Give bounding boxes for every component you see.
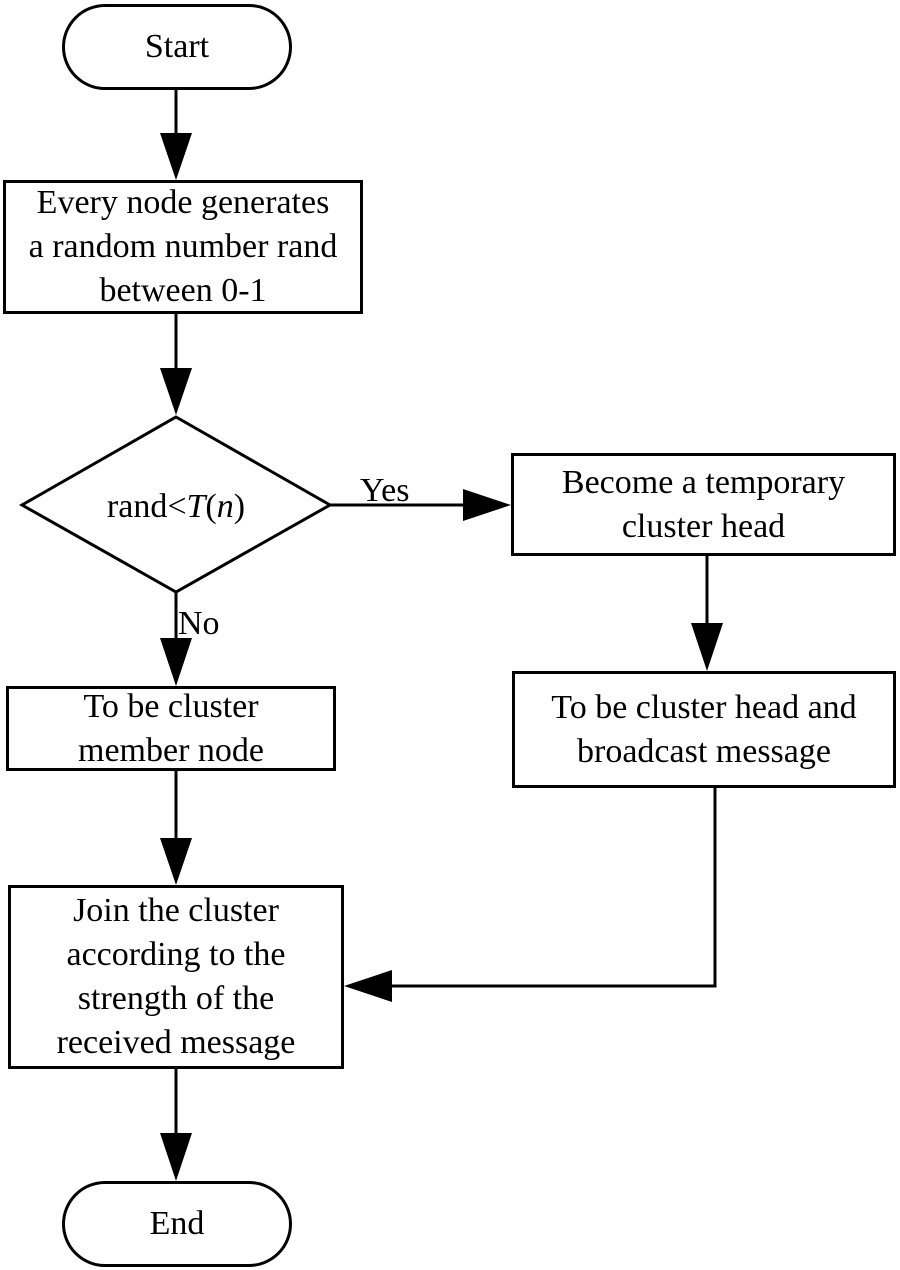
arrowhead-join-to-end — [160, 1133, 192, 1181]
member-line-2: member node — [78, 731, 264, 769]
temp-head-line-2: cluster head — [621, 507, 786, 545]
arrowhead-decision-no — [160, 638, 192, 686]
decision-variable-n: n — [217, 488, 234, 525]
join-line-4: received message — [56, 1024, 296, 1061]
join-line-1: Join the cluster — [73, 892, 279, 929]
join-cluster-box: Join the cluster according to the streng… — [8, 885, 344, 1069]
arrowhead-start-to-generate — [160, 133, 192, 180]
generate-line-1: Every node generates — [36, 184, 330, 221]
arrowhead-member-to-join — [160, 838, 192, 885]
member-line-1: To be cluster — [83, 687, 259, 725]
temporary-cluster-head-box: Become a temporary cluster head — [511, 453, 896, 556]
decision-condition: rand<T(n) — [107, 488, 245, 525]
end-label: End — [149, 1205, 205, 1242]
no-label: No — [178, 605, 220, 642]
arrowhead-decision-yes — [463, 489, 511, 521]
yes-label: Yes — [360, 472, 409, 509]
temp-head-line-1: Become a temporary — [561, 463, 846, 501]
decision-open-paren: ( — [205, 488, 216, 525]
generate-line-3: between 0-1 — [99, 272, 267, 309]
start-label: Start — [144, 28, 210, 65]
decision-close-paren: ) — [234, 488, 245, 525]
broadcast-line-2: broadcast message — [577, 732, 831, 770]
member-node-box: To be cluster member node — [6, 686, 336, 771]
arrowhead-broadcast-to-join — [344, 970, 392, 1002]
start-terminal: Start — [62, 4, 292, 90]
broadcast-line-1: To be cluster head and — [551, 688, 857, 726]
edge-broadcast-to-join — [385, 788, 717, 988]
decision-prefix: rand< — [107, 488, 187, 525]
arrowhead-generate-to-decision — [160, 368, 192, 415]
join-line-2: according to the — [66, 936, 286, 973]
arrowhead-temp-to-broadcast — [691, 623, 723, 671]
join-line-3: strength of the — [77, 980, 275, 1017]
broadcast-message-box: To be cluster head and broadcast message — [512, 671, 896, 788]
end-terminal: End — [62, 1181, 292, 1267]
generate-line-2: a random number rand — [28, 228, 338, 265]
generate-random-box: Every node generates a random number ran… — [3, 180, 363, 314]
decision-function-t: T — [187, 488, 208, 525]
